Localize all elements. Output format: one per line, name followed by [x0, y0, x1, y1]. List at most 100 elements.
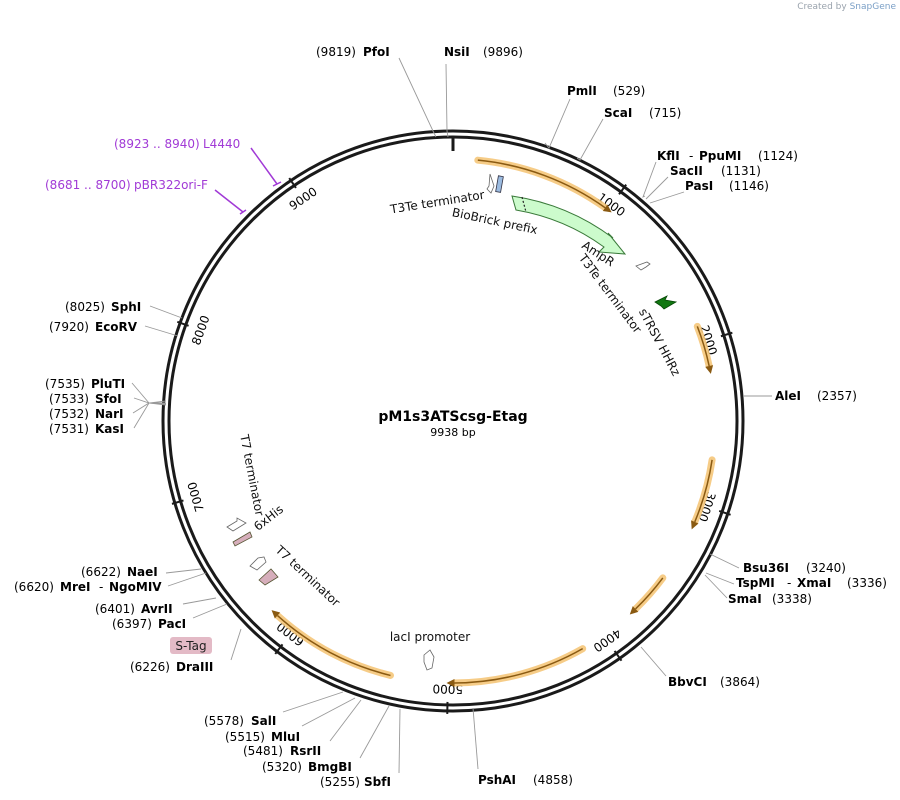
- t3te-terminator-glyph-1: [486, 173, 495, 194]
- svg-text:(6401): (6401): [95, 602, 135, 616]
- primer-mark-l4440: [250, 147, 282, 187]
- svg-text:(529): (529): [613, 84, 645, 98]
- svg-text:(5578): (5578): [204, 714, 244, 728]
- enzyme-label-nari: (7532) NarI: [49, 407, 124, 421]
- feature-label-t7-2: T7 terminator: [272, 542, 343, 609]
- svg-text:KflI: KflI: [657, 149, 680, 163]
- svg-text:AleI: AleI: [775, 389, 801, 403]
- enzyme-label-sbfi: (5255) SbfI: [320, 775, 391, 789]
- svg-text:(5255): (5255): [320, 775, 360, 789]
- enzyme-label-sacii: SacII (1131): [670, 164, 761, 178]
- stag-label: S-Tag: [175, 639, 206, 653]
- svg-text:(7535): (7535): [45, 377, 85, 391]
- feature-label-strsv: sTRSV HHRz: [636, 306, 683, 378]
- svg-text:BmgBI: BmgBI: [308, 760, 352, 774]
- leader-scai: [576, 118, 604, 161]
- tick-mark: [613, 650, 623, 662]
- svg-text:SbfI: SbfI: [364, 775, 391, 789]
- svg-text:SacII: SacII: [670, 164, 703, 178]
- svg-text:(8025): (8025): [65, 300, 105, 314]
- enzyme-label-mrei-ngomiv: (6620) MreI - NgoMIV: [14, 580, 162, 594]
- leader-rsrii: [329, 699, 362, 742]
- enzyme-label-bsu36i: Bsu36I (3240): [743, 561, 846, 575]
- svg-text:(715): (715): [649, 106, 681, 120]
- watermark-brand: SnapGene: [849, 2, 896, 12]
- svg-text:MreI: MreI: [60, 580, 90, 594]
- svg-text:(7920): (7920): [49, 320, 89, 334]
- leader-kfli: [642, 161, 657, 198]
- enzyme-label-smai: SmaI (3338): [728, 592, 812, 606]
- leader-sacii: [645, 176, 669, 200]
- t7-terminator-glyph-1: [226, 517, 247, 532]
- tick-label: 8000: [189, 313, 213, 346]
- svg-text:L4440: L4440: [203, 137, 240, 151]
- svg-text:(5481): (5481): [243, 744, 283, 758]
- svg-text:T7 terminator: T7 terminator: [272, 542, 343, 609]
- svg-text:(8923 .. 8940): (8923 .. 8940): [114, 137, 200, 151]
- svg-text:pBR322ori-F: pBR322ori-F: [134, 178, 208, 192]
- enzyme-label-bmgbi: (5320) BmgBI: [262, 760, 352, 774]
- svg-text:(6397): (6397): [112, 617, 152, 631]
- sixhis-tag-glyph: [232, 531, 253, 547]
- svg-text:T7 terminator: T7 terminator: [237, 432, 267, 517]
- primer-mark-pbr322ori-f: [214, 189, 247, 215]
- enzyme-label-sali: (5578) SalI: [204, 714, 276, 728]
- primer-label-l4440: (8923 .. 8940) L4440: [114, 137, 240, 151]
- enzyme-label-sfoi: (7533) SfoI: [49, 392, 122, 406]
- svg-text:SmaI: SmaI: [728, 592, 762, 606]
- svg-text:NaeI: NaeI: [127, 565, 158, 579]
- svg-text:SfoI: SfoI: [95, 392, 122, 406]
- svg-text:(3336): (3336): [847, 576, 887, 590]
- svg-text:(1131): (1131): [721, 164, 761, 178]
- enzyme-label-scai: ScaI (715): [604, 106, 681, 120]
- leader-smai: [704, 574, 728, 599]
- svg-text:PacI: PacI: [158, 617, 186, 631]
- svg-text:(9819): (9819): [316, 45, 356, 59]
- svg-text:(3338): (3338): [772, 592, 812, 606]
- enzyme-label-paci: (6397) PacI: [112, 617, 186, 631]
- leader-paci: [192, 603, 228, 619]
- svg-text:(1146): (1146): [729, 179, 769, 193]
- leader-pfoi: [398, 57, 437, 138]
- svg-text:EcoRV: EcoRV: [95, 320, 138, 334]
- tick-mark: [618, 184, 627, 195]
- svg-text:XmaI: XmaI: [797, 576, 831, 590]
- snapgene-watermark: Created by SnapGene: [797, 2, 896, 12]
- leader-tspmi: [705, 572, 735, 585]
- tick-mark: [720, 331, 733, 338]
- tick-mark: [274, 643, 284, 655]
- leader-sbfi: [398, 708, 401, 774]
- svg-text:(6622): (6622): [81, 565, 121, 579]
- orf-arc: [634, 577, 664, 610]
- svg-text:NarI: NarI: [95, 407, 124, 421]
- enzyme-leader-lines: [131, 57, 772, 774]
- svg-text:(7533): (7533): [49, 392, 89, 406]
- svg-text:NgoMIV: NgoMIV: [109, 580, 162, 594]
- svg-text:RsrII: RsrII: [290, 744, 321, 758]
- laci-promoter-glyph: [423, 649, 435, 671]
- plasmid-size: 9938 bp: [430, 426, 475, 439]
- svg-text:AvrII: AvrII: [141, 602, 173, 616]
- svg-text:sTRSV HHRz: sTRSV HHRz: [636, 306, 683, 378]
- enzyme-label-kfli-ppumi: KflI - PpuMI (1124): [657, 149, 798, 163]
- leader-mlui: [301, 697, 356, 727]
- enzyme-label-kasi: (7531) KasI: [49, 422, 124, 436]
- leader-nsii: [445, 63, 449, 138]
- svg-text:(7532): (7532): [49, 407, 89, 421]
- enzyme-label-rsrii: (5481) RsrII: [243, 744, 321, 758]
- svg-text:-: -: [689, 149, 693, 163]
- svg-text:(1124): (1124): [758, 149, 798, 163]
- svg-text:SalI: SalI: [251, 714, 276, 728]
- svg-text:BbvCI: BbvCI: [668, 675, 707, 689]
- svg-text:PluTI: PluTI: [91, 377, 125, 391]
- orf-arrowhead: [705, 365, 714, 374]
- svg-text:(7531): (7531): [49, 422, 89, 436]
- orf-arrowhead: [629, 606, 639, 615]
- leader-draiii: [230, 628, 242, 661]
- enzyme-label-pasi: PasI (1146): [685, 179, 769, 193]
- leader-avrii: [182, 597, 217, 605]
- enzyme-label-bbvci: BbvCI (3864): [668, 675, 760, 689]
- enzyme-label-ecorv: (7920) EcoRV: [49, 320, 138, 334]
- enzyme-label-alei: AleI (2357): [775, 389, 857, 403]
- svg-text:(3240): (3240): [806, 561, 846, 575]
